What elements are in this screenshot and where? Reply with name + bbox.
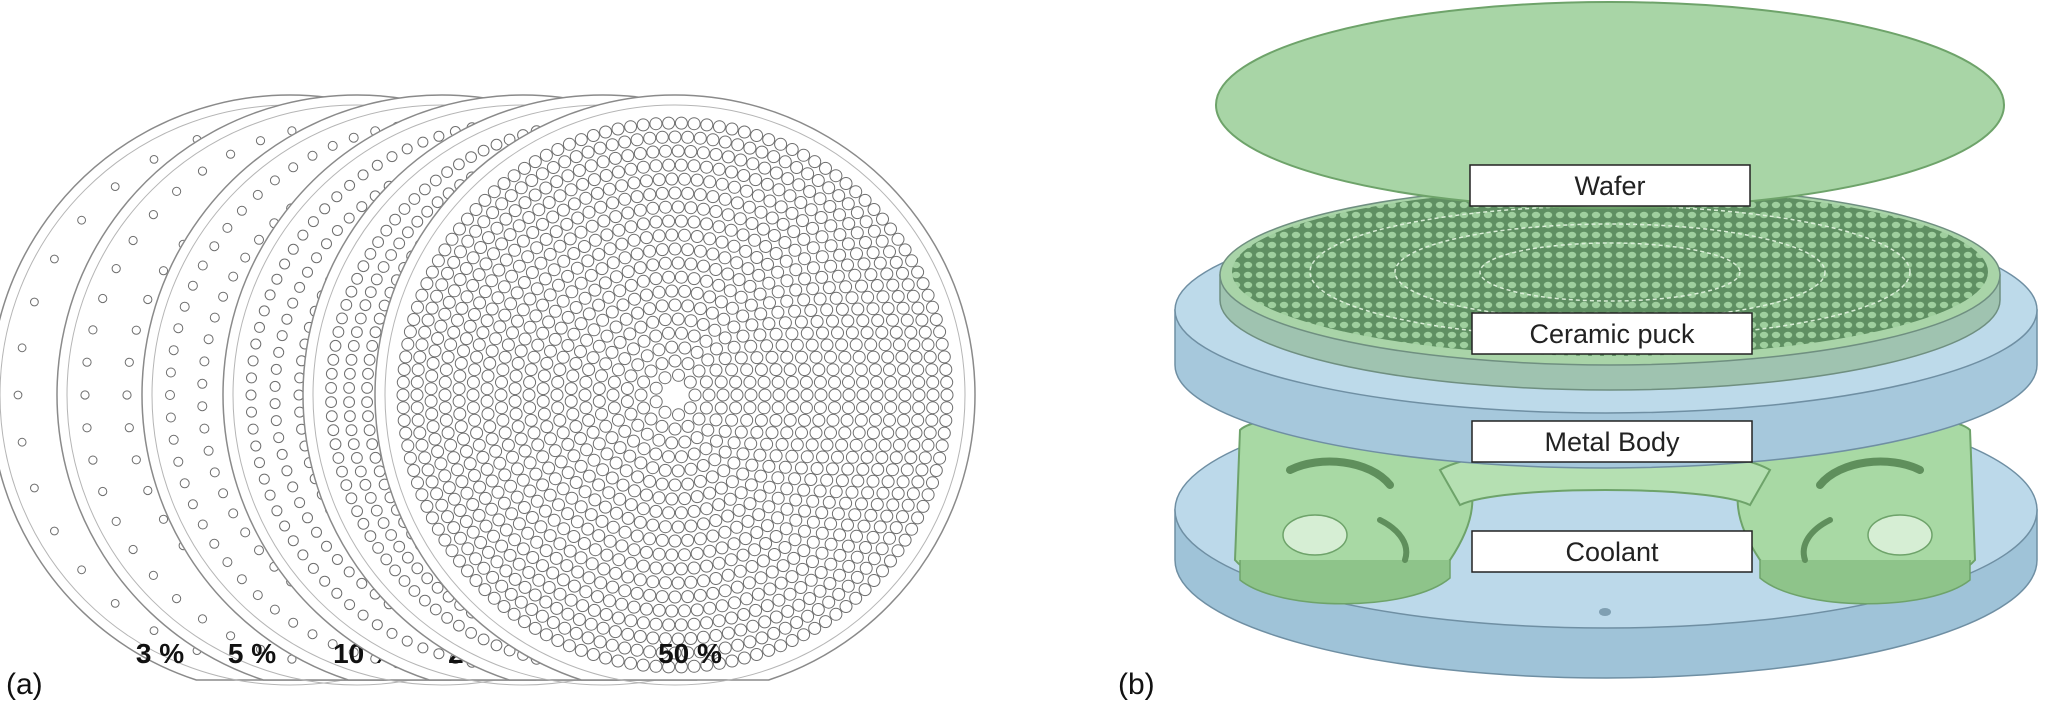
coolant-label: Coolant — [1565, 537, 1659, 567]
disc-outline — [374, 94, 976, 681]
wafer — [1215, 1, 2005, 209]
ceramic-puck-label: Ceramic puck — [1529, 319, 1695, 349]
metal-body-label-box: Metal Body — [1471, 420, 1753, 463]
wafer-label-box: Wafer — [1469, 164, 1751, 207]
panel-a-label: (a) — [6, 668, 43, 701]
ceramic-puck — [1219, 184, 2001, 391]
pore-holes — [396, 116, 954, 674]
wafer-label: Wafer — [1574, 171, 1645, 201]
porosity-discs-figure: 3 %5 %10 %20 %30 %50 % — [0, 94, 976, 686]
coolant-label-box: Coolant — [1471, 530, 1753, 573]
porous-disc — [374, 94, 976, 686]
panel-b: Wafer Ceramic puck Metal Body Coolant (b… — [1110, 0, 2062, 705]
panel-a: 3 %5 %10 %20 %30 %50 % (a) — [0, 94, 976, 701]
disc-inner-rim — [384, 104, 966, 686]
porosity-label: 3 % — [136, 638, 184, 669]
ceramic-puck-label-box: Ceramic puck — [1471, 312, 1753, 355]
porosity-label: 5 % — [228, 638, 276, 669]
metal-body-label: Metal Body — [1544, 427, 1680, 457]
porosity-label: 50 % — [658, 638, 722, 669]
electrostatic-chuck-exploded-view: Wafer Ceramic puck Metal Body Coolant — [1174, 1, 2038, 679]
panel-b-label: (b) — [1118, 668, 1155, 701]
